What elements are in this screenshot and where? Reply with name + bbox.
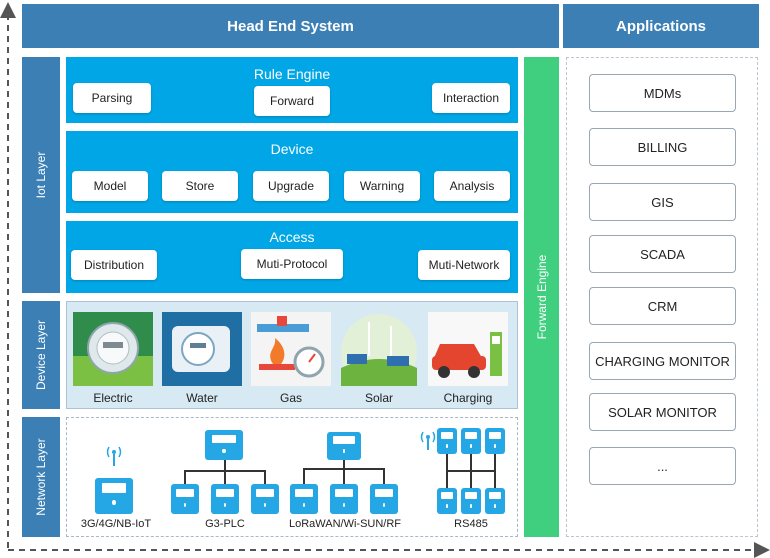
rs485-meter-icon xyxy=(485,428,505,454)
rs485-meter-icon xyxy=(461,428,481,454)
plc-meter-icon xyxy=(211,484,239,514)
device-panel: Device Model Store Upgrade Warning Analy… xyxy=(66,131,518,213)
wireless-signal-icon xyxy=(106,446,122,466)
app-billing: BILLING xyxy=(589,128,736,166)
applications-panel: MDMs BILLING GIS SCADA CRM CHARGING MONI… xyxy=(566,57,758,537)
device-layer-label: Device Layer xyxy=(22,301,60,409)
solar-icon xyxy=(339,312,419,386)
network-g3-plc-label: G3-PLC xyxy=(205,518,245,530)
cellular-meter-icon xyxy=(95,478,133,514)
access-title: Access xyxy=(269,229,315,245)
rs485-meter-icon xyxy=(485,488,505,514)
plc-meter-icon xyxy=(251,484,279,514)
lora-meter-icon xyxy=(330,484,358,514)
network-lorawan-label: LoRaWAN/Wi-SUN/RF xyxy=(288,518,402,530)
network-layer-label: Network Layer xyxy=(22,417,60,537)
device-water-label: Water xyxy=(186,391,218,405)
charging-station-icon xyxy=(428,312,508,386)
muti-protocol-box: Muti-Protocol xyxy=(241,249,343,279)
water-meter-icon xyxy=(162,312,242,386)
network-layer-panel: 3G/4G/NB-IoT G3-PLC LoRaWAN/Wi-SUN/RF RS… xyxy=(66,417,518,537)
lora-meter-icon xyxy=(290,484,318,514)
distribution-box: Distribution xyxy=(71,250,157,280)
rs485-meter-icon xyxy=(437,488,457,514)
network-rs485-label: RS485 xyxy=(454,518,488,530)
device-charging-label: Charging xyxy=(443,391,493,405)
plc-concentrator-icon xyxy=(205,430,243,460)
upgrade-box: Upgrade xyxy=(253,171,329,201)
store-box: Store xyxy=(162,171,238,201)
parsing-box: Parsing xyxy=(73,83,151,113)
app-solar-monitor: SOLAR MONITOR xyxy=(589,393,736,431)
lora-gateway-icon xyxy=(327,432,361,460)
lora-meter-icon xyxy=(370,484,398,514)
wireless-signal-icon xyxy=(420,431,436,450)
app-mdms: MDMs xyxy=(589,74,736,112)
analysis-box: Analysis xyxy=(434,171,510,201)
rule-engine-title: Rule Engine xyxy=(253,66,331,82)
gas-meter-icon xyxy=(251,312,331,386)
warning-box: Warning xyxy=(344,171,420,201)
forward-box: Forward xyxy=(254,86,330,116)
app-charging-monitor: CHARGING MONITOR xyxy=(589,342,736,380)
rule-engine-panel: Rule Engine Parsing Forward Interaction xyxy=(66,57,518,123)
interaction-box: Interaction xyxy=(432,83,510,113)
device-electric-label: Electric xyxy=(93,391,133,405)
muti-network-box: Muti-Network xyxy=(418,250,510,280)
app-crm: CRM xyxy=(589,287,736,325)
forward-engine-bar: Forward Engine xyxy=(524,57,559,537)
access-panel: Access Distribution Muti-Protocol Muti-N… xyxy=(66,221,518,293)
app-scada: SCADA xyxy=(589,235,736,273)
device-gas-label: Gas xyxy=(279,391,302,405)
app-gis: GIS xyxy=(589,183,736,221)
electric-meter-icon xyxy=(73,312,153,386)
device-title: Device xyxy=(270,141,314,157)
plc-meter-icon xyxy=(171,484,199,514)
device-solar-label: Solar xyxy=(364,391,393,405)
applications-header: Applications xyxy=(563,4,759,48)
device-layer-panel: Electric Water Gas xyxy=(66,301,518,409)
rs485-meter-icon xyxy=(437,428,457,454)
iot-layer-label: Iot Layer xyxy=(22,57,60,293)
network-cellular-label: 3G/4G/NB-IoT xyxy=(80,518,152,530)
rs485-meter-icon xyxy=(461,488,481,514)
model-box: Model xyxy=(72,171,148,201)
head-end-header: Head End System xyxy=(22,4,559,48)
app-more: ... xyxy=(589,447,736,485)
